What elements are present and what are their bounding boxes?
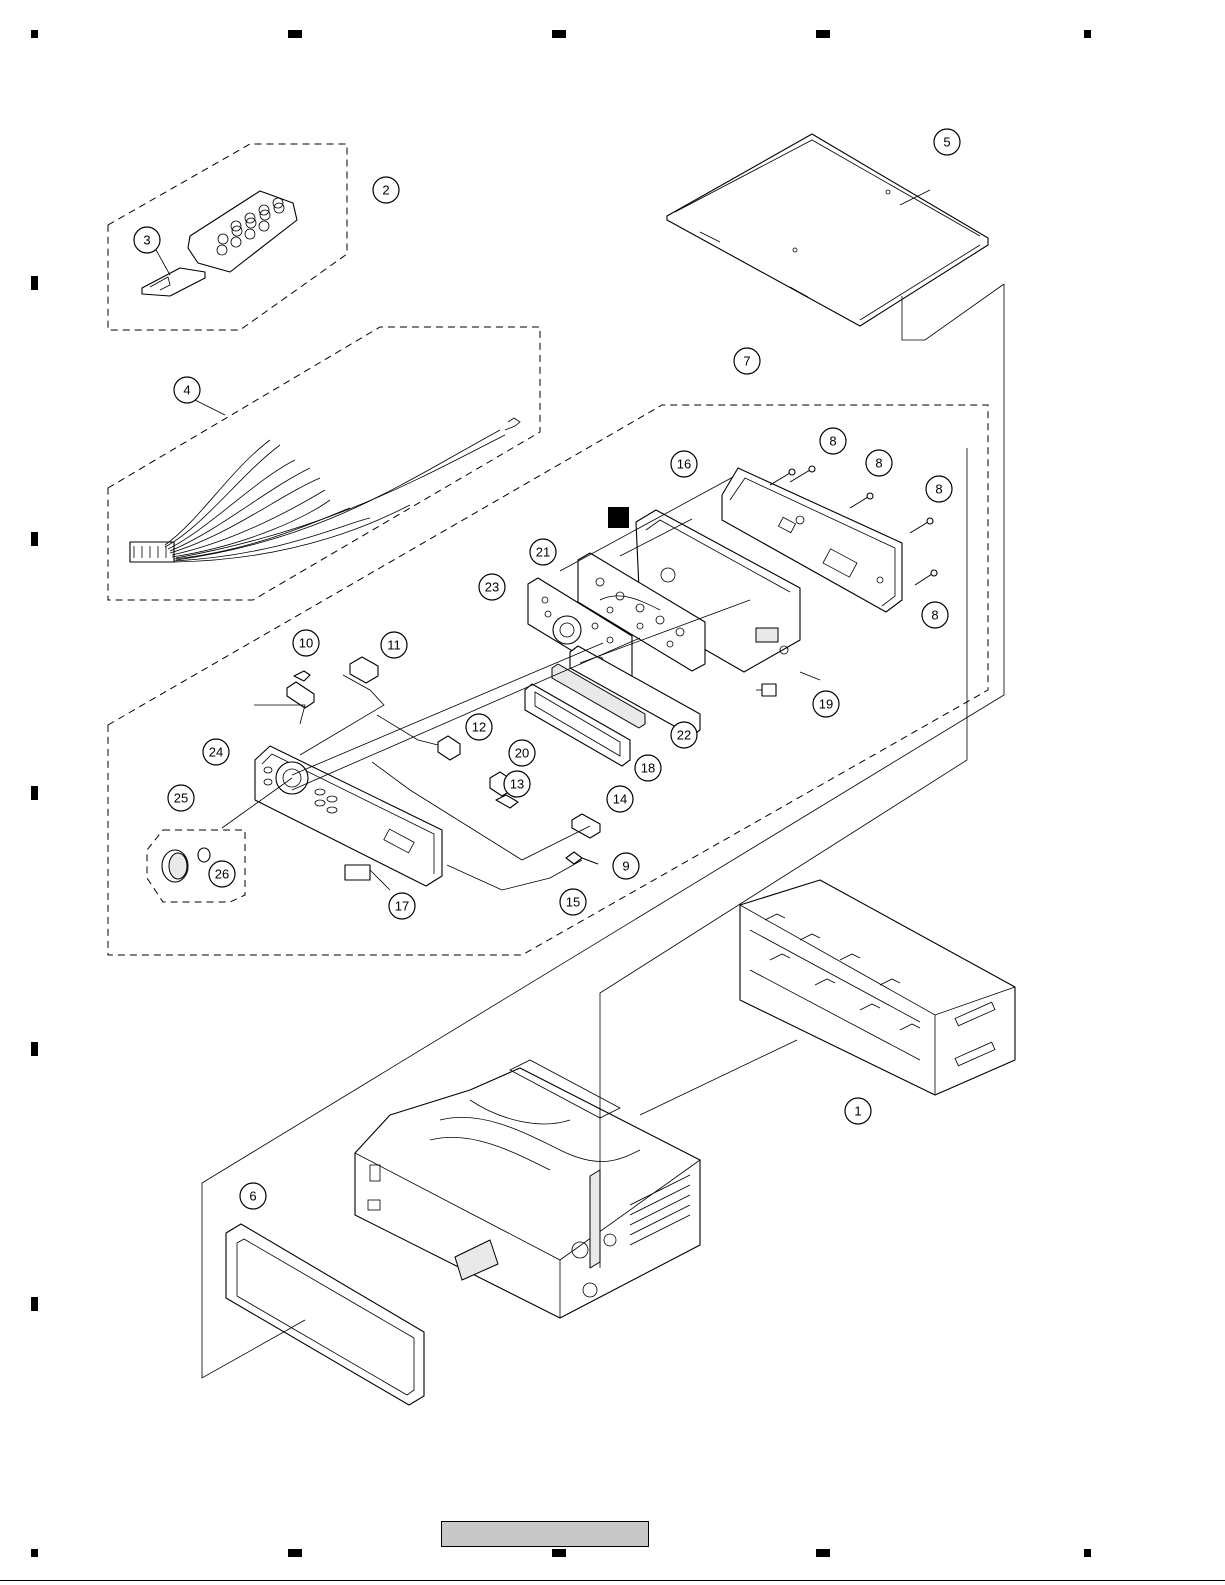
callout-16: 16 [671,451,697,477]
callout-8d: 8 [922,602,948,628]
case-part [740,880,1015,1095]
callout-25: 25 [168,785,194,811]
callout-20: 20 [509,740,535,766]
callout-14: 14 [607,786,633,812]
callout-12-label: 12 [472,720,486,735]
callout-21-label: 21 [536,545,550,560]
callout-18: 18 [635,755,661,781]
cable-harness-part [130,400,520,562]
callout-22-label: 22 [677,728,691,743]
callout-4-label: 4 [183,383,190,398]
callout-3-label: 3 [143,233,150,248]
callout-8b: 8 [866,450,892,476]
callout-11: 11 [381,632,407,658]
callout-19: 19 [813,691,839,717]
callout-12: 12 [466,714,492,740]
chassis-part [355,1060,700,1318]
callout-8a-label: 8 [829,434,836,449]
small-parts [287,657,600,880]
callout-7: 7 [734,348,760,374]
callout-8b-label: 8 [875,456,882,471]
callout-15-label: 15 [566,895,580,910]
callout-16-label: 16 [677,457,691,472]
callout-2: 2 [373,177,399,203]
footer-label-box [441,1521,649,1547]
callout-14-label: 14 [613,792,627,807]
callout-9-label: 9 [622,859,629,874]
callout-26: 26 [209,861,235,887]
callout-23-label: 23 [485,580,499,595]
top-cover-part [667,134,1004,340]
callout-24-label: 24 [209,745,223,760]
callout-15: 15 [560,889,586,915]
callout-2-label: 2 [382,183,389,198]
callout-8a: 8 [820,428,846,454]
callout-24: 24 [203,739,229,765]
callout-23: 23 [479,574,505,600]
callout-6: 6 [240,1183,266,1209]
callout-8c-label: 8 [935,482,942,497]
callout-25-label: 25 [174,791,188,806]
callout-1-label: 1 [854,1104,861,1119]
callout-17: 17 [389,893,415,919]
reference-square [608,507,629,528]
callout-5-label: 5 [943,135,950,150]
callout-11-label: 11 [387,638,401,653]
callout-6-label: 6 [249,1189,256,1204]
callout-5: 5 [934,129,960,155]
callout-13: 13 [504,771,530,797]
connector-part [756,684,776,696]
callout-17-label: 17 [395,899,409,914]
callout-4: 4 [174,377,200,403]
callout-8d-label: 8 [931,608,938,623]
callout-22: 22 [671,722,697,748]
callout-13-label: 13 [510,777,524,792]
remote-control-part [188,191,297,272]
callout-20-label: 20 [515,746,529,761]
callout-7-label: 7 [743,354,750,369]
callout-3: 3 [134,227,160,253]
callout-18-label: 18 [641,761,655,776]
callout-21: 21 [530,539,556,565]
callout-10-label: 10 [299,636,313,651]
callout-26-label: 26 [215,867,229,882]
callout-19-label: 19 [819,697,833,712]
bottom-rule [0,1580,1225,1581]
knob-part [162,848,210,882]
callout-10: 10 [293,630,319,656]
trim-frame-part [226,1224,424,1405]
callout-1: 1 [845,1098,871,1124]
callout-9: 9 [613,853,639,879]
callout-8c: 8 [926,476,952,502]
